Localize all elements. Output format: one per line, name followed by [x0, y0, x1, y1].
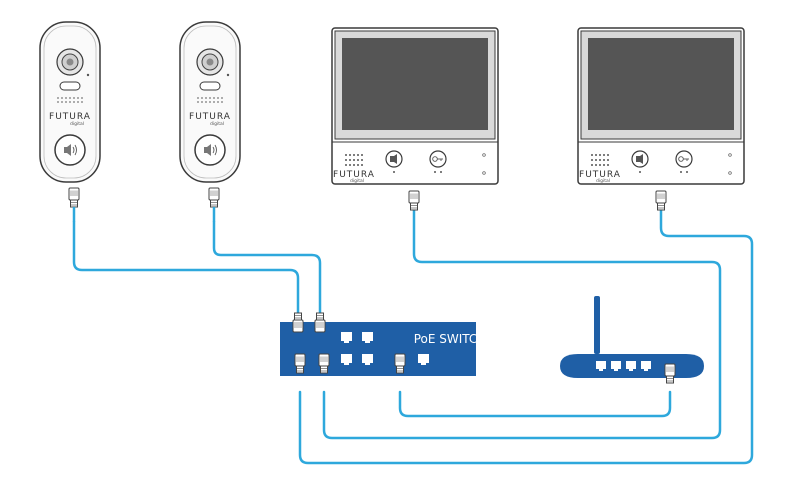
cable-switch-router [398, 390, 672, 418]
monitor-brand-sub: digital [596, 178, 610, 184]
rj45-connector-icon [655, 190, 667, 211]
poe-switch-label: PoE SWITCH [414, 332, 487, 346]
cable-door-station-1 [72, 220, 300, 314]
speaker-icon [390, 154, 397, 164]
rj45-connector-icon [68, 187, 80, 208]
indoor-monitor-icon: FUTURA digital [331, 27, 499, 185]
key-icon [432, 156, 443, 162]
monitor-brand: FUTURA [579, 170, 621, 180]
speaker-icon [64, 144, 77, 156]
key-icon [678, 156, 689, 162]
poe-switch-icon: PoE SWITCH [280, 322, 486, 376]
rj45-connector-icon [294, 353, 306, 374]
speaker-icon [636, 154, 643, 164]
door-station-brand: FUTURA [49, 112, 91, 122]
cable-monitor-2 [298, 208, 754, 465]
door-station-brand: FUTURA [189, 112, 231, 122]
rj45-connector-icon [314, 312, 326, 333]
door-station-brand-sub: digital [70, 121, 84, 127]
router-icon [560, 296, 704, 378]
cable-monitor-1 [322, 208, 722, 440]
door-station-icon: FUTURA digital [39, 21, 101, 183]
rj45-connector-icon [292, 312, 304, 333]
indoor-monitor-icon: FUTURA digital [577, 27, 745, 185]
rj45-connector-icon [664, 363, 676, 384]
rj45-connector-icon [318, 353, 330, 374]
door-station-icon: FUTURA digital [179, 21, 241, 183]
rj45-connector-icon [208, 187, 220, 208]
cables-group [72, 208, 754, 465]
poe-switch-body [280, 322, 476, 376]
door-station-brand-sub: digital [210, 121, 224, 127]
speaker-icon [204, 144, 217, 156]
monitor-brand-sub: digital [350, 178, 364, 184]
monitor-screen [588, 38, 734, 130]
rj45-connector-icon [394, 353, 406, 374]
monitor-brand: FUTURA [333, 170, 375, 180]
monitor-screen [342, 38, 488, 130]
cable-door-station-2 [212, 220, 322, 314]
router-antenna [594, 296, 600, 354]
rj45-connector-icon [408, 190, 420, 211]
